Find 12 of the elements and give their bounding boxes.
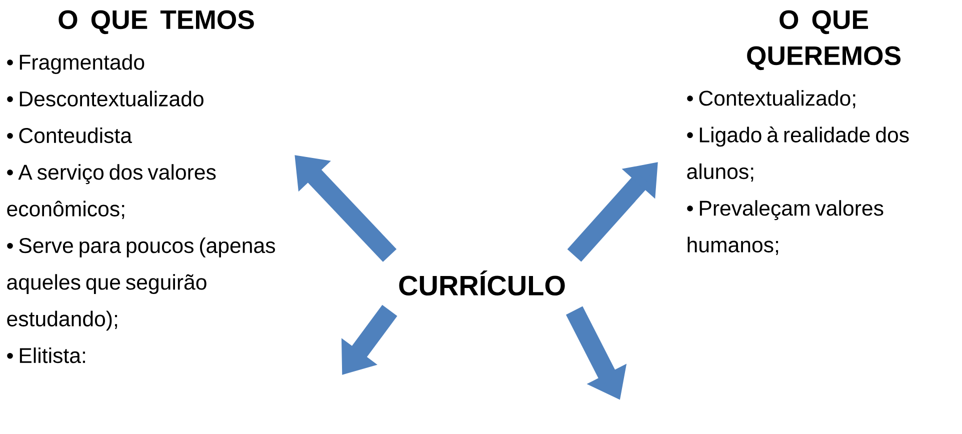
column-heading: O QUE TEMOS <box>58 10 254 34</box>
bullet-item: • Serve para poucos (apenas aqueles que seguirão estudando); <box>7 237 275 331</box>
bullet-item: • Fragmentado <box>7 54 144 74</box>
bullet-item: • A serviço dos valores econômicos; <box>7 164 216 219</box>
bullet-item: • Elitista: <box>7 347 85 364</box>
bullet-item: • Contextualizado; <box>687 90 856 108</box>
bullet-item: • Conteudista <box>7 127 132 144</box>
bullet-item: • Ligado à realidade dos alunos; <box>687 126 909 182</box>
column-heading: O QUE QUEREMOS <box>747 10 901 70</box>
bullet-item: • Descontextualizado <box>7 90 204 106</box>
bullet-item: • Prevaleçam valores humanos; <box>687 200 884 255</box>
center-title: CURRÍCULO <box>399 270 565 296</box>
